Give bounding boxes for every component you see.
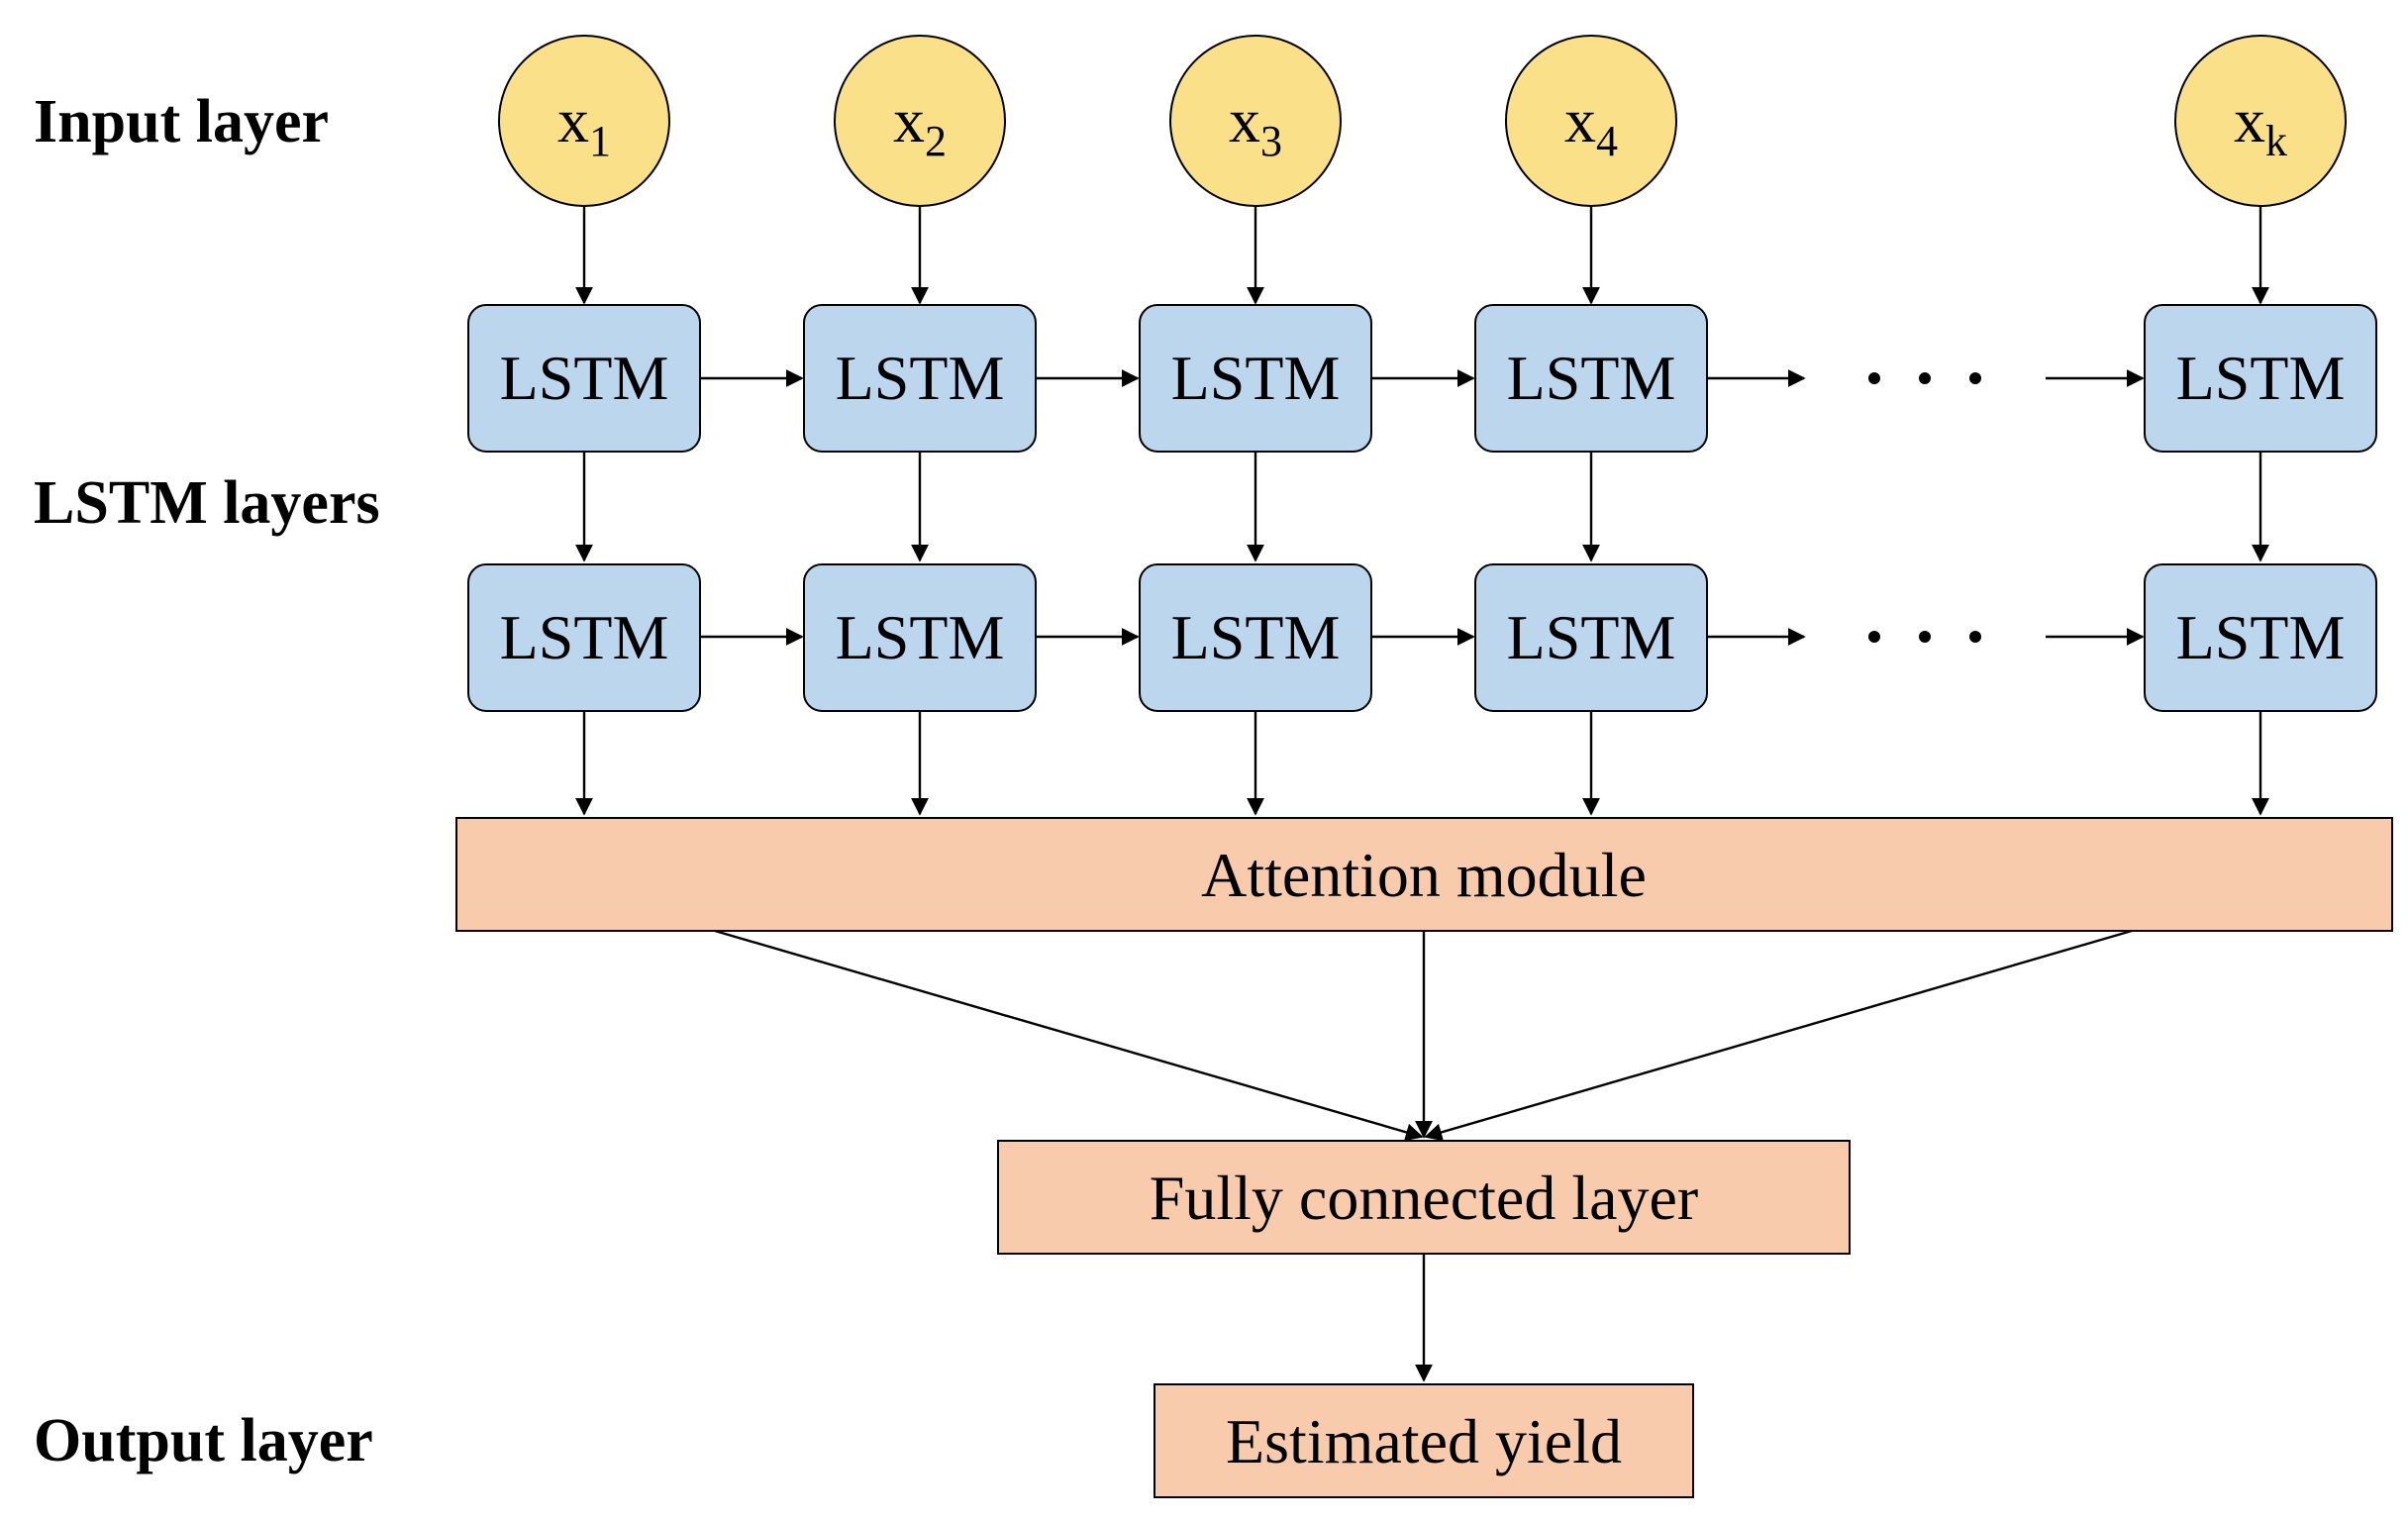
input-layer-label: Input layer — [34, 88, 329, 155]
svg-text:LSTM: LSTM — [1507, 343, 1676, 413]
output-layer-label: Output layer — [34, 1407, 373, 1474]
lstm-cell-r1-c3: LSTM — [1139, 304, 1372, 453]
lstm-row-1: LSTM LSTM LSTM LSTM LSTM — [467, 304, 2377, 453]
lstm-row-1-arrows — [700, 369, 2145, 387]
ellipsis-dots-row-2 — [1868, 631, 1981, 643]
input-arrows — [575, 206, 2269, 305]
input-node-4: x4 — [1505, 35, 1677, 207]
estimated-yield-box: Estimated yield — [1154, 1383, 1694, 1498]
lstm-cell-r2-c2: LSTM — [803, 563, 1037, 712]
input-node-3: x3 — [1169, 35, 1342, 207]
svg-text:LSTM: LSTM — [836, 602, 1005, 672]
svg-text:LSTM: LSTM — [2176, 602, 2346, 672]
svg-text:LSTM: LSTM — [1171, 343, 1341, 413]
fully-connected-layer: Fully connected layer — [997, 1140, 1851, 1255]
attention-module: Attention module — [455, 817, 2393, 932]
svg-text:x4: x4 — [1564, 85, 1618, 165]
lstm-cell-r1-c2: LSTM — [803, 304, 1037, 453]
svg-text:x2: x2 — [893, 85, 947, 165]
lstm-inter-row-arrows — [575, 452, 2269, 562]
lstm-cell-r1-c1: LSTM — [467, 304, 701, 453]
input-node-k: xk — [2174, 35, 2347, 207]
attention-to-fc-arrows — [714, 929, 2133, 1142]
svg-text:x1: x1 — [557, 85, 611, 165]
svg-text:x3: x3 — [1229, 85, 1282, 165]
ellipsis-dots-row-1 — [1868, 372, 1981, 384]
lstm-cell-r2-c4: LSTM — [1474, 563, 1708, 712]
lstm-cell-r2-c3: LSTM — [1139, 563, 1372, 712]
lstm-to-attention-arrows — [575, 711, 2269, 816]
svg-text:LSTM: LSTM — [836, 343, 1005, 413]
lstm-cell-r2-ck: LSTM — [2144, 563, 2377, 712]
svg-text:Estimated yield: Estimated yield — [1226, 1406, 1622, 1476]
svg-text:Fully connected layer: Fully connected layer — [1150, 1163, 1698, 1233]
svg-text:LSTM: LSTM — [1507, 602, 1676, 672]
lstm-row-2-arrows — [700, 628, 2145, 646]
lstm-cell-r1-ck: LSTM — [2144, 304, 2377, 453]
input-node-1: x1 — [498, 35, 670, 207]
svg-text:LSTM: LSTM — [1171, 602, 1341, 672]
lstm-cell-r1-c4: LSTM — [1474, 304, 1708, 453]
lstm-layers-label: LSTM layers — [34, 469, 380, 537]
input-node-2: x2 — [834, 35, 1006, 207]
svg-text:LSTM: LSTM — [500, 602, 669, 672]
svg-text:Attention module: Attention module — [1201, 840, 1647, 910]
svg-text:xk: xk — [2234, 85, 2287, 165]
svg-text:LSTM: LSTM — [500, 343, 669, 413]
lstm-cell-r2-c1: LSTM — [467, 563, 701, 712]
svg-text:LSTM: LSTM — [2176, 343, 2346, 413]
lstm-row-2: LSTM LSTM LSTM LSTM LSTM — [467, 563, 2377, 712]
